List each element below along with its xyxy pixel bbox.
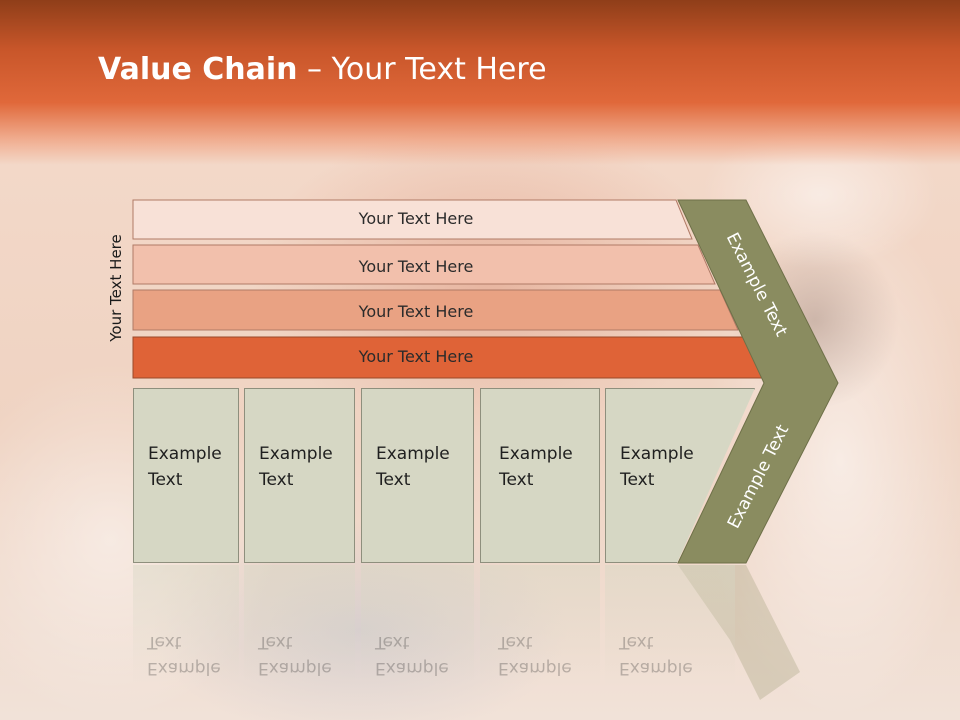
bar-2 <box>132 244 716 285</box>
box-5-reflection-line1: Example <box>619 658 693 678</box>
bar-2-label: Your Text Here <box>358 257 474 276</box>
slide-title: Value Chain – Your Text Here <box>98 52 547 87</box>
chevron-arrow <box>677 199 839 564</box>
box-3-reflection: Example Text <box>361 565 474 685</box>
box-3-line1: Example <box>376 444 450 464</box>
box-4-line1: Example <box>499 444 573 464</box>
bar-1 <box>132 199 693 240</box>
title-bold: Value Chain <box>98 52 298 87</box>
chevron-reflection <box>678 565 800 700</box>
box-4-line2: Text <box>499 470 534 490</box>
title-banner <box>0 0 960 165</box>
bar-3 <box>132 289 739 331</box>
box-5-line2: Text <box>620 470 655 490</box>
box-4-reflection: Example Text <box>480 565 600 685</box>
box-5-reflection-line2: Text <box>619 632 654 652</box>
box-5-reflection: Example Text <box>605 565 735 685</box>
bar-1-label: Your Text Here <box>358 209 474 228</box>
box-5-line1: Example <box>620 444 694 464</box>
box-2-reflection: Example Text <box>244 565 355 685</box>
box-1-line1: Example <box>148 444 222 464</box>
title-rest: – Your Text Here <box>297 52 547 87</box>
bar-3-label: Your Text Here <box>358 302 474 321</box>
box-3-reflection-line1: Example <box>375 658 449 678</box>
box-2-reflection-line2: Text <box>258 632 293 652</box>
box-2-reflection-line1: Example <box>258 658 332 678</box>
box-1-reflection-line1: Example <box>147 658 221 678</box>
box-3-reflection-line2: Text <box>375 632 410 652</box>
bar-4-label: Your Text Here <box>358 347 474 366</box>
box-4-reflection-line2: Text <box>498 632 533 652</box>
box-1-reflection-line2: Text <box>147 632 182 652</box>
box-4-reflection-line1: Example <box>498 658 572 678</box>
box-2-line1: Example <box>259 444 333 464</box>
box-1-line2: Text <box>148 470 183 490</box>
box-1-reflection: Example Text <box>133 565 239 685</box>
box-2-line2: Text <box>259 470 294 490</box>
box-3-line2: Text <box>376 470 411 490</box>
